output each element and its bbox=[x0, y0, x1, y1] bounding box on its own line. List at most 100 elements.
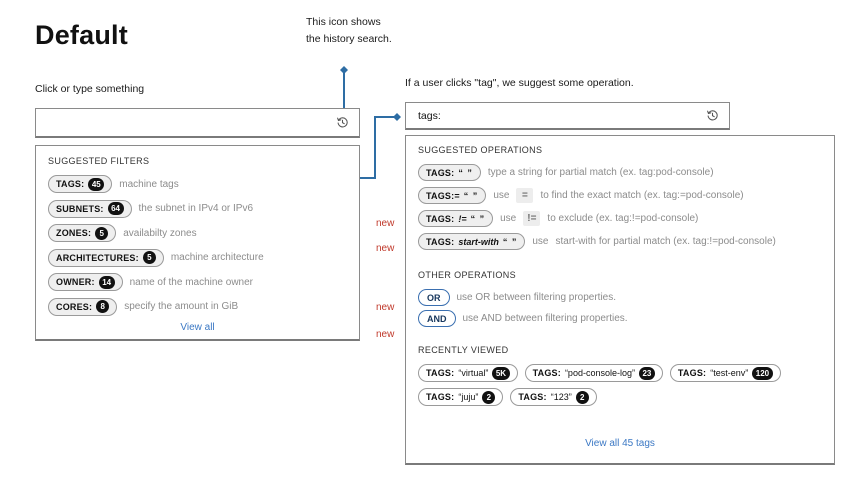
chip-count-badge: 14 bbox=[98, 275, 115, 289]
chip-op: != bbox=[458, 213, 467, 224]
recent-chip-juju[interactable]: TAGS: “juju” 2 bbox=[418, 388, 504, 406]
chip-count-badge: 2 bbox=[482, 390, 496, 404]
chip-quote: “ ” bbox=[502, 236, 518, 247]
operation-desc-after: start-with for partial match (ex. tag:!=… bbox=[555, 236, 776, 247]
filter-chip-tags[interactable]: TAGS: 45 bbox=[48, 175, 113, 193]
history-search-icon[interactable] bbox=[336, 116, 349, 129]
chip-key: ZONES: bbox=[56, 228, 92, 238]
chip-key: CORES: bbox=[56, 301, 93, 312]
search-input-tags-value: tags: bbox=[418, 109, 441, 122]
chip-key: SUBNETS: bbox=[56, 203, 104, 214]
operation-chip-not-equals[interactable]: TAGS:!=“ ” bbox=[418, 210, 494, 227]
chip-value: “pod-console-log” bbox=[564, 368, 635, 378]
chip-count-badge: 64 bbox=[107, 202, 124, 215]
chip-count-badge: 23 bbox=[638, 366, 655, 380]
filter-desc: machine tags bbox=[119, 178, 179, 190]
filter-chip-owner[interactable]: OWNER: 14 bbox=[48, 273, 123, 291]
operation-row-exclude[interactable]: TAGS:!=“ ” use != to exclude (ex. tag:!=… bbox=[418, 210, 822, 227]
chip-key: TAGS: bbox=[426, 213, 455, 224]
filter-desc: specify the amount in GiB bbox=[124, 301, 239, 312]
operation-desc-before: use bbox=[493, 190, 510, 201]
chip-count-badge: 45 bbox=[88, 177, 105, 191]
search-input-tags[interactable]: tags: bbox=[405, 102, 730, 130]
chip-quote: “ ” bbox=[463, 190, 479, 201]
other-operations-title: OTHER OPERATIONS bbox=[418, 270, 516, 280]
search-input-default[interactable] bbox=[35, 108, 360, 138]
chip-count-badge: 8 bbox=[96, 300, 110, 313]
filter-chip-zones[interactable]: ZONES: 5 bbox=[48, 224, 117, 242]
chip-key: TAGS: bbox=[518, 392, 547, 402]
recent-chip-pod-console-log[interactable]: TAGS: “pod-console-log” 23 bbox=[524, 364, 663, 382]
filter-chip-subnets[interactable]: SUBNETS: 64 bbox=[48, 199, 132, 218]
filter-chip-cores[interactable]: CORES: 8 bbox=[48, 297, 118, 316]
filter-desc: the subnet in IPv4 or IPv6 bbox=[138, 203, 254, 214]
filter-row-cores[interactable]: CORES: 8 specify the amount in GiB bbox=[48, 297, 347, 316]
logic-row-and[interactable]: AND use AND between filtering properties… bbox=[418, 310, 822, 327]
annotation-callout-history-icon: This icon shows the history search. bbox=[306, 16, 392, 45]
chip-quote: “ ” bbox=[470, 213, 486, 224]
filter-row-zones[interactable]: ZONES: 5 availabilty zones bbox=[48, 224, 347, 242]
new-marker-or: new bbox=[376, 302, 395, 313]
logic-desc-or: use OR between filtering properties. bbox=[456, 292, 617, 303]
filter-desc: name of the machine owner bbox=[129, 276, 254, 288]
chip-key: ARCHITECTURES: bbox=[56, 252, 139, 263]
logic-chip-or[interactable]: OR bbox=[418, 289, 450, 306]
operation-row-start-with[interactable]: TAGS:start-with“ ” use start-with for pa… bbox=[418, 233, 822, 250]
operation-desc: type a string for partial match (ex. tag… bbox=[487, 167, 714, 178]
chip-key: TAGS: bbox=[426, 236, 455, 247]
filter-chip-architectures[interactable]: ARCHITECTURES: 5 bbox=[48, 248, 164, 267]
chip-key: TAGS: bbox=[426, 392, 455, 402]
chip-op: start-with bbox=[458, 236, 499, 247]
filter-desc: availabilty zones bbox=[123, 227, 197, 239]
view-all-link[interactable]: View all bbox=[180, 322, 215, 333]
chip-count-badge: 2 bbox=[575, 390, 589, 404]
chip-value: “123” bbox=[550, 392, 572, 402]
suggested-filters-panel: SUGGESTED FILTERS TAGS: 45 machine tags … bbox=[35, 145, 360, 341]
chip-key: TAGS: bbox=[56, 179, 85, 189]
suggested-operations-panel: SUGGESTED OPERATIONS TAGS:“ ” type a str… bbox=[405, 135, 835, 465]
chip-key: TAGS: bbox=[532, 368, 561, 378]
operation-desc-before: use bbox=[500, 213, 517, 224]
keycap-equals: = bbox=[516, 188, 534, 203]
logic-desc-and: use AND between filtering properties. bbox=[462, 313, 628, 324]
view-all-tags-link[interactable]: View all 45 tags bbox=[585, 438, 655, 449]
filter-row-architectures[interactable]: ARCHITECTURES: 5 machine architecture bbox=[48, 248, 347, 267]
operation-desc-before: use bbox=[532, 236, 549, 247]
operation-desc-after: to find the exact match (ex. tag:=pod-co… bbox=[540, 190, 744, 201]
operation-chip-partial[interactable]: TAGS:“ ” bbox=[418, 164, 481, 181]
operation-row-partial-match[interactable]: TAGS:“ ” type a string for partial match… bbox=[418, 164, 822, 181]
suggested-operations-title: SUGGESTED OPERATIONS bbox=[418, 145, 543, 155]
chip-count-badge: 5 bbox=[95, 226, 109, 240]
history-search-icon[interactable] bbox=[706, 109, 719, 122]
recently-viewed-list: TAGS: “virtual” 5K TAGS: “pod-console-lo… bbox=[418, 364, 822, 406]
new-marker-exclude: new bbox=[376, 218, 395, 229]
filter-row-subnets[interactable]: SUBNETS: 64 the subnet in IPv4 or IPv6 bbox=[48, 199, 347, 218]
chip-count-badge: 5K bbox=[492, 366, 510, 380]
keycap-not-equals: != bbox=[523, 211, 541, 226]
right-search-label: If a user clicks "tag", we suggest some … bbox=[405, 77, 634, 89]
recent-chip-123[interactable]: TAGS: “123” 2 bbox=[510, 388, 597, 406]
recent-chip-test-env[interactable]: TAGS: “test-env” 120 bbox=[669, 364, 781, 382]
logic-chip-and[interactable]: AND bbox=[418, 310, 456, 327]
suggested-filters-title: SUGGESTED FILTERS bbox=[48, 156, 150, 166]
chip-quote: “ ” bbox=[458, 167, 473, 178]
recently-viewed-title: RECENTLY VIEWED bbox=[418, 345, 509, 355]
filter-row-owner[interactable]: OWNER: 14 name of the machine owner bbox=[48, 273, 347, 291]
left-search-label: Click or type something bbox=[35, 83, 145, 95]
new-marker-start-with: new bbox=[376, 243, 395, 254]
chip-key: TAGS: bbox=[677, 368, 707, 378]
chip-key: OWNER: bbox=[56, 277, 95, 287]
new-marker-and: new bbox=[376, 329, 395, 340]
operation-chip-equals[interactable]: TAGS:=“ ” bbox=[418, 187, 487, 204]
operation-desc-after: to exclude (ex. tag:!=pod-console) bbox=[547, 213, 699, 224]
operation-chip-start-with[interactable]: TAGS:start-with“ ” bbox=[418, 233, 526, 250]
filter-row-tags[interactable]: TAGS: 45 machine tags bbox=[48, 175, 347, 193]
chip-key: TAGS: bbox=[426, 368, 455, 378]
logic-row-or[interactable]: OR use OR between filtering properties. bbox=[418, 289, 822, 306]
chip-count-badge: 5 bbox=[142, 251, 156, 264]
recent-chip-virtual[interactable]: TAGS: “virtual” 5K bbox=[418, 364, 518, 382]
page-title: Default bbox=[35, 20, 128, 50]
operation-row-exact-match[interactable]: TAGS:=“ ” use = to find the exact match … bbox=[418, 187, 822, 204]
chip-key: TAGS:= bbox=[426, 190, 460, 201]
chip-count-badge: 120 bbox=[752, 366, 773, 380]
